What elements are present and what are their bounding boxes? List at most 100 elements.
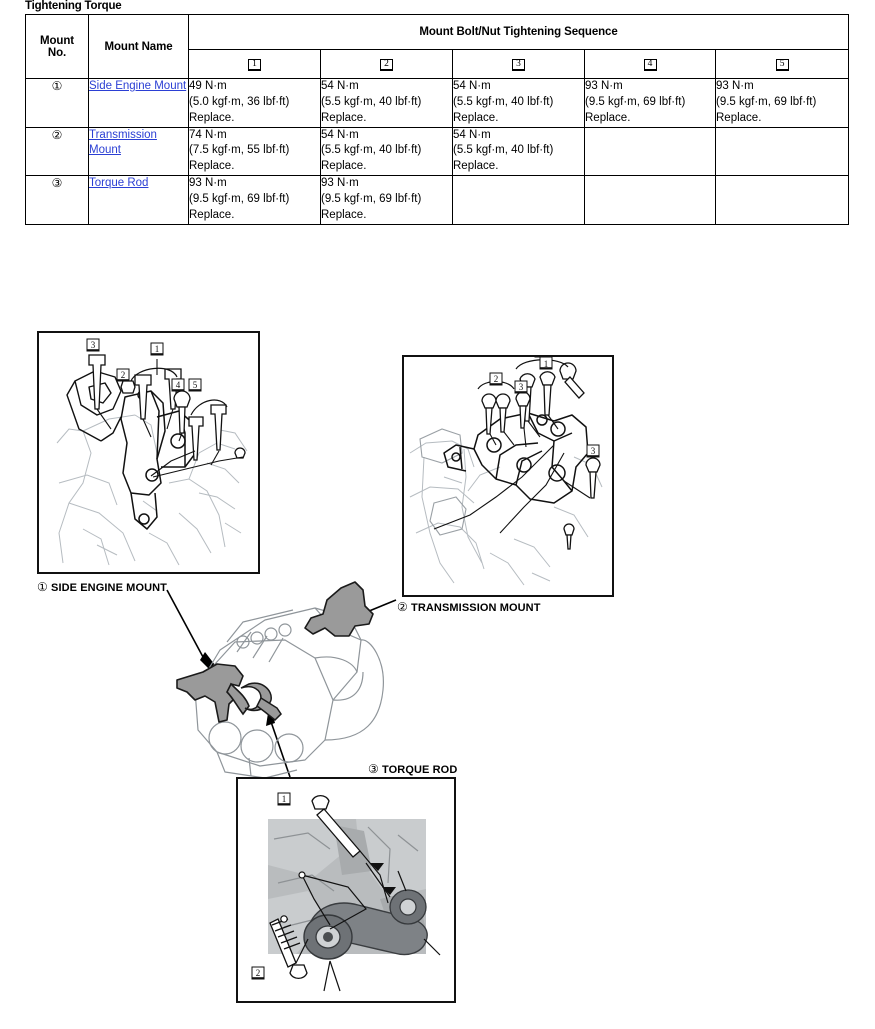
header-sequence-5: 5 [714,49,850,79]
torque-note: Replace. [453,111,499,124]
bolt-2 [269,918,308,979]
seq-badge-1: 1 [248,58,261,72]
cell-torque-value: 74 N·m (7.5 kgf·m, 55 lbf·ft) Replace. [188,126,321,177]
torque-alt-units: (7.5 kgf·m, 55 lbf·ft) [189,144,290,157]
svg-text:2: 2 [256,968,261,978]
side-engine-mount-drawing: 3 1 2 4 [56,338,248,566]
tightening-torque-table: Mount No. Mount Name Mount Bolt/Nut Tigh… [25,14,850,225]
callout-1-badge-overlay: 1 [539,357,553,370]
svg-text:1: 1 [282,794,287,804]
svg-text:2: 2 [121,370,126,380]
cell-mount-no: ② [25,126,89,177]
callout-1: 1 [277,792,291,806]
torque-alt-units: (5.5 kgf·m, 40 lbf·ft) [321,144,422,157]
callout-1: 1 [150,342,164,356]
torque-note: Replace. [321,111,367,124]
callout-3-top: 3 [514,380,528,394]
cell-torque-value [714,126,850,177]
figure-side-engine-mount: 3 1 2 4 [37,331,260,574]
cell-torque-value [714,175,850,225]
caption-side-engine-mount: ① SIDE ENGINE MOUNT [37,580,167,594]
svg-text:1: 1 [155,344,160,354]
torque-note: Replace. [189,208,235,221]
cell-mount-name: Torque Rod [88,175,189,225]
caption-mark-1: ① [37,580,48,594]
bolt-1 [311,795,361,858]
caption-mark-3: ③ [368,762,379,776]
cell-torque-value: 54 N·m (5.5 kgf·m, 40 lbf·ft) Replace. [320,78,453,128]
cell-torque-value: 54 N·m(5.5 kgf·m, 40 lbf·ft)Replace. [452,126,585,177]
torque-nm: 93 N·m [189,177,227,190]
cell-torque-value [584,175,716,225]
cell-mount-name: Side Engine Mount [88,78,189,128]
torque-nm: 54 N·m [321,80,359,92]
figure-area: 3 1 2 4 [0,300,875,1029]
svg-text:3: 3 [91,340,96,350]
cell-mount-name: Transmission Mount [88,126,189,177]
torque-note: Replace. [189,160,235,173]
cell-torque-value [584,126,716,177]
cell-torque-value: 93 N·m (9.5 kgf·m, 69 lbf·ft) Replace. [188,175,321,225]
torque-alt-units: (5.5 kgf·m, 40 lbf·ft) [453,95,554,108]
svg-text:2: 2 [494,374,499,384]
mount-name-link[interactable]: Side Engine Mount [89,80,187,92]
torque-note: Replace. [321,160,367,173]
cell-torque-value [452,175,585,225]
mount-name-link[interactable]: Transmission Mount [89,128,157,157]
svg-text:1: 1 [544,359,549,369]
torque-note: Replace. [716,111,762,124]
figure-torque-rod: 1 2 [236,777,456,1003]
cell-torque-value: 49 N·m(5.0 kgf·m, 36 lbf·ft)Replace. [188,78,321,128]
torque-rod-drawing: 1 2 [251,792,441,992]
caption-transmission-mount: ② TRANSMISSION MOUNT [397,600,541,614]
torque-note: Replace. [453,160,499,173]
cell-torque-value: 54 N·m(5.5 kgf·m, 40 lbf·ft)Replace. [452,78,585,128]
header-sequence-1: 1 [188,49,321,79]
torque-nm: 93 N·m [585,80,623,92]
callout-3: 3 [86,338,100,352]
caption-mark-2: ② [397,600,408,614]
mount-name-link[interactable]: Torque Rod [89,177,149,190]
torque-nm: 93 N·m [321,177,359,190]
seq-badge-2: 2 [380,58,393,72]
torque-alt-units: (9.5 kgf·m, 69 lbf·ft) [585,95,686,108]
callout-3-right: 3 [586,444,600,458]
callout-4: 4 [171,378,185,392]
cell-torque-value: 93 N·m (9.5 kgf·m, 69 lbf·ft) Replace. [584,78,716,128]
transmission-mount-drawing: 1 2 3 3 [409,357,603,586]
caption-text-3: TORQUE ROD [382,764,458,776]
cell-torque-value: 54 N·m(5.5 kgf·m, 40 lbf·ft)Replace. [320,126,453,177]
page-title: Tightening Torque [25,0,122,12]
torque-alt-units: (9.5 kgf·m, 69 lbf·ft) [189,193,290,206]
torque-alt-units: (5.5 kgf·m, 40 lbf·ft) [321,95,422,108]
callout-2: 2 [251,966,265,980]
seq-badge-5: 5 [775,58,789,72]
caption-text-2: TRANSMISSION MOUNT [411,602,541,614]
engine-assembly-illustration [176,581,384,779]
side-engine-mount-shape [176,663,244,723]
cell-torque-value: 93 N·m (9.5 kgf·m, 69 lbf·ft) Replace. [320,175,453,225]
svg-text:4: 4 [176,380,181,390]
header-sequence-group: Mount Bolt/Nut Tightening Sequence [187,14,850,50]
callout-5: 5 [188,378,202,392]
header-sequence-3: 3 [452,49,585,79]
torque-note: Replace. [585,111,631,124]
torque-nm: 54 N·m [453,128,491,141]
header-mount-name: Mount Name [88,14,189,79]
header-mount-no-line1: Mount [40,34,74,47]
torque-nm: 74 N·m [189,128,227,141]
cell-mount-no: ③ [25,175,89,225]
caption-torque-rod: ③ TORQUE ROD [368,762,457,776]
caption-text-1: SIDE ENGINE MOUNT [51,582,168,594]
callout-2: 2 [116,368,130,382]
torque-alt-units: (9.5 kgf·m, 69 lbf·ft) [321,193,422,206]
figure-transmission-mount: 1 2 3 3 [402,355,614,597]
svg-text:3: 3 [591,446,596,456]
torque-note: Replace. [321,208,367,221]
torque-alt-units: (5.0 kgf·m, 36 lbf·ft) [189,95,290,108]
callout-2: 2 [489,372,503,386]
torque-nm: 93 N·m [716,80,754,92]
torque-nm: 49 N·m [189,80,227,92]
